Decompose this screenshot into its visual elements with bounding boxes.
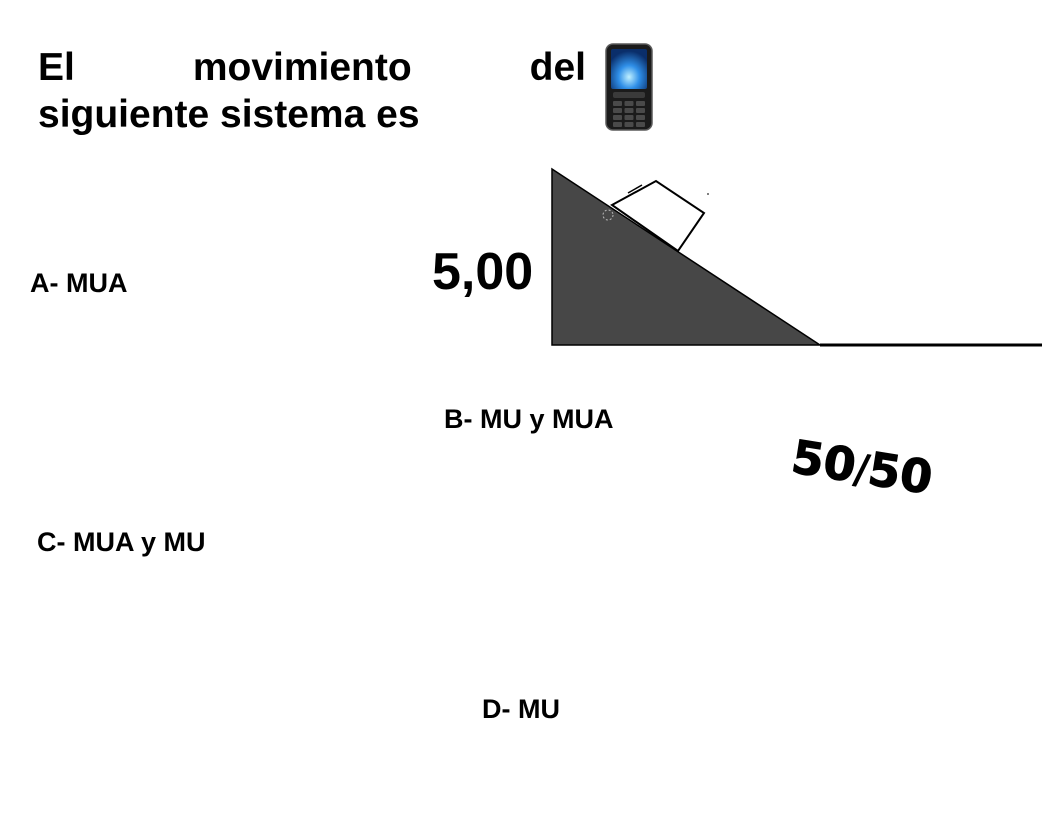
option-c[interactable]: C- MUA y MU: [37, 527, 206, 557]
fifty-fifty-lifeline[interactable]: 50/50: [788, 429, 937, 506]
fifty-right: 50: [864, 441, 937, 505]
question-word: del: [529, 46, 586, 89]
question-word: El: [38, 46, 75, 89]
question-line-2: siguiente sistema es: [38, 93, 420, 136]
sliding-block: [610, 179, 706, 253]
option-b[interactable]: B- MU y MUA: [444, 404, 614, 434]
option-a[interactable]: A- MUA: [30, 268, 128, 298]
option-d[interactable]: D- MU: [482, 694, 560, 724]
fifty-left: 50: [788, 429, 861, 493]
phone-a-friend-icon[interactable]: [605, 43, 653, 131]
timer: 5,00: [432, 243, 534, 301]
ramp: [551, 167, 823, 346]
incline-diagram: [548, 165, 1044, 351]
question-word: movimiento: [192, 46, 412, 89]
question-line-1: El movimiento del: [38, 46, 586, 90]
phone-icon: [605, 43, 653, 131]
incline-ramp-drawing: [551, 167, 1042, 347]
